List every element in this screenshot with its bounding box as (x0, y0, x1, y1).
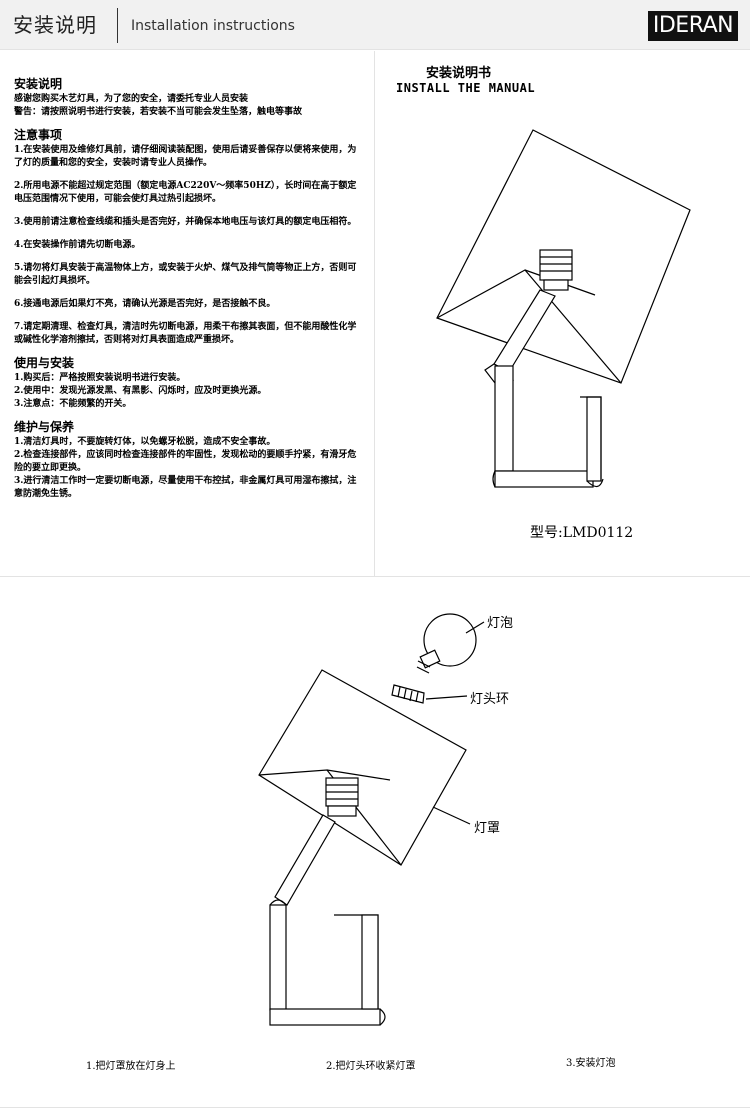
manual-title-cn: 安装说明书 (426, 66, 492, 81)
note-item: 6.接通电源后如果灯不亮，请确认光源是否完好，是否接触不良。 (14, 299, 276, 309)
note-item: 3.使用前请注意检查线缆和插头是否完好，并确保本地电压与该灯具的额定电压相符。 (14, 217, 357, 227)
intro-line: 感谢您购买木艺灯具，为了您的安全，请委托专业人员安装 (14, 94, 249, 104)
step-2: 2.把灯头环收紧灯罩 (326, 1061, 416, 1072)
note-item: 7.请定期清理、检查灯具，清洁时先切断电源，用柔干布擦其表面，但不能用酸性化学或… (14, 322, 357, 345)
page-header: 安装说明 Installation instructions IDERAN (0, 0, 750, 50)
note-item: 1.在安装使用及维修灯具前，请仔细阅读装配图，使用后请妥善保存以便将来使用，为了… (14, 145, 357, 168)
maintenance-item: 2.检查连接部件，应该同时检查连接部件的牢固性，发现松动的要顺手拧紧，有滑牙危险… (14, 450, 357, 473)
header-title-en: Installation instructions (131, 18, 295, 34)
usage-item: 3.注意点：不能频繁的开关。 (14, 399, 132, 409)
lamp-illustration-top (436, 129, 691, 488)
maintenance-item: 1.清洁灯具时，不要旋转灯体，以免螺牙松脱，造成不安全事故。 (14, 437, 276, 447)
label-lampshade: 灯罩 (474, 821, 501, 836)
label-lampholder-ring: 灯头环 (470, 692, 510, 707)
intro-heading: 安装说明 (14, 77, 63, 91)
label-bulb: 灯泡 (487, 616, 514, 631)
model-number: 型号:LMD0112 (530, 525, 634, 541)
header-divider (117, 8, 118, 43)
manual-title-en: INSTALL THE MANUAL (396, 81, 536, 95)
usage-item: 2.使用中：发现光源发黑、有黑影、闪烁时，应及时更换光源。 (14, 386, 267, 396)
step-1: 1.把灯罩放在灯身上 (86, 1061, 176, 1072)
usage-item: 1.购买后：严格按照安装说明书进行安装。 (14, 373, 186, 383)
lamp-assembly-diagram (258, 613, 485, 1026)
maintenance-item: 3.进行清洁工作时一定要切断电源，尽量使用干布控拭，非金属灯具可用湿布擦拭，注意… (14, 476, 357, 499)
note-item: 5.请勿将灯具安装于高温物体上方，或安装于火炉、煤气及排气筒等物正上方，否则可能… (14, 263, 357, 286)
intro-warning: 警告：请按照说明书进行安装，若安装不当可能会发生坠落，触电等事故 (14, 107, 303, 117)
usage-heading: 使用与安装 (14, 356, 75, 370)
bottom-divider (0, 1107, 750, 1108)
vertical-divider (374, 51, 375, 576)
instructions-text: 安装说明 感谢您购买木艺灯具，为了您的安全，请委托专业人员安装 警告：请按照说明… (14, 77, 364, 501)
step-3: 3.安装灯泡 (566, 1058, 616, 1069)
note-item: 4.在安装操作前请先切断电源。 (14, 240, 141, 250)
note-item: 2.所用电源不能超过规定范围（额定电源AC220V～频率50HZ），长时间在高于… (14, 181, 357, 204)
horizontal-divider (0, 576, 750, 577)
header-title-cn: 安装说明 (13, 13, 97, 37)
maintenance-heading: 维护与保养 (14, 420, 75, 434)
brand-logo: IDERAN (648, 11, 738, 41)
notes-heading: 注意事项 (14, 128, 63, 142)
